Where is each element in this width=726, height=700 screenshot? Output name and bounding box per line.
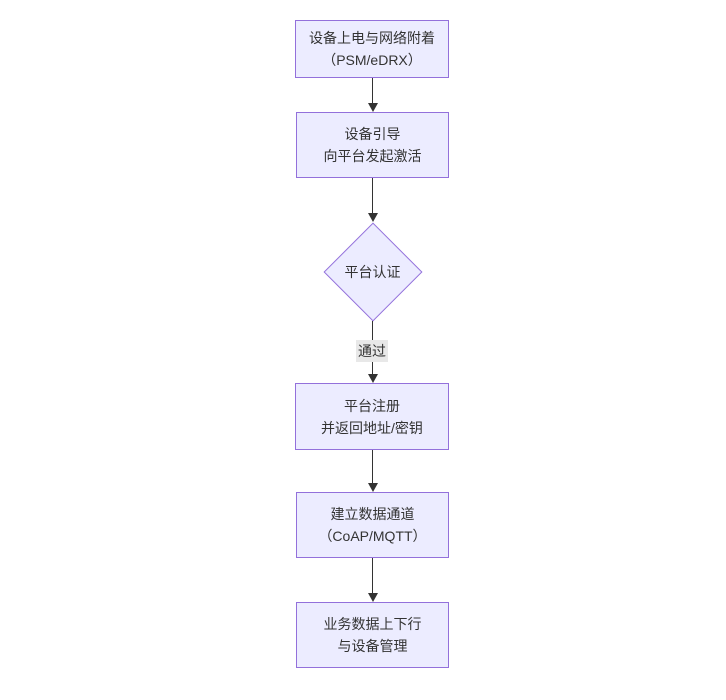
node-text-line: 设备上电与网络附着 <box>309 30 435 46</box>
node-text-line: （PSM/eDRX） <box>322 52 422 68</box>
edge-arrowhead <box>367 374 378 383</box>
edge-arrowhead <box>367 483 378 492</box>
node-text-line: 平台认证 <box>344 263 401 280</box>
edge-arrowhead <box>367 213 378 222</box>
node-platform-auth-decision: 平台认证 <box>322 222 423 321</box>
node-data-channel: 建立数据通道 （CoAP/MQTT） <box>296 492 449 558</box>
node-device-power-attach: 设备上电与网络附着 （PSM/eDRX） <box>295 20 449 78</box>
node-business-data: 业务数据上下行 与设备管理 <box>296 602 449 668</box>
edge-line <box>372 178 373 214</box>
edge-arrowhead <box>367 593 378 602</box>
node-text-line: 建立数据通道 <box>330 506 415 522</box>
edge-line <box>372 78 373 104</box>
edge-arrowhead <box>367 103 378 112</box>
edge-line <box>372 450 373 484</box>
node-text-line: 并返回地址/密钥 <box>321 419 423 436</box>
edge-line <box>372 558 373 594</box>
node-text-line: 设备引导 <box>344 126 401 142</box>
node-text-line: 平台注册 <box>344 397 400 414</box>
node-text-line: 业务数据上下行 <box>323 616 422 632</box>
node-device-bootstrap: 设备引导 向平台发起激活 <box>296 112 449 178</box>
node-text-line: （CoAP/MQTT） <box>318 528 427 544</box>
node-platform-register: 平台注册 并返回地址/密钥 <box>295 383 449 450</box>
node-text-line: 向平台发起激活 <box>323 148 422 164</box>
edge-label-pass: 通过 <box>356 340 388 362</box>
node-text-line: 与设备管理 <box>337 638 408 654</box>
